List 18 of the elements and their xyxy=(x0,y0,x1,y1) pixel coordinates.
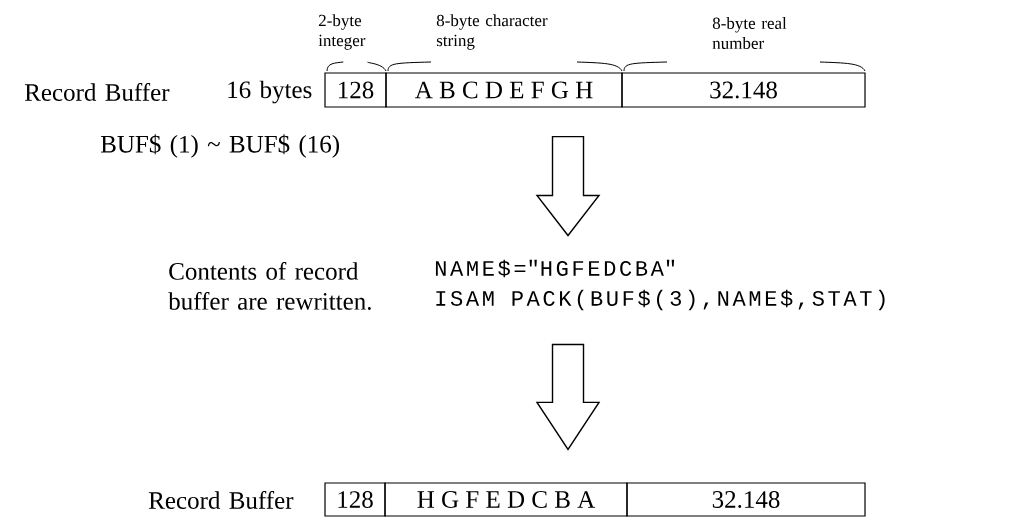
buffer-cell: H G F E D C B A xyxy=(384,482,628,517)
label: 16 bytes xyxy=(228,80,312,104)
label: 8-byte real number xyxy=(712,17,787,49)
buffer-cell: 128 xyxy=(324,482,386,517)
label: 8-byte character string xyxy=(436,14,548,50)
label: Record Buffer xyxy=(24,83,170,101)
hollow-arrow xyxy=(535,343,601,451)
label: Contents of record buffer are rewritten. xyxy=(168,262,371,310)
buffer-cell: 32.148 xyxy=(626,482,866,517)
buffer-cell: 128 xyxy=(324,72,387,108)
code-line: ISAM PACK(BUF$(3),NAME$,STAT) xyxy=(436,289,885,311)
label: Record Buffer xyxy=(148,491,294,509)
label: 2-byte integer xyxy=(318,14,366,50)
hollow-arrow xyxy=(535,135,601,237)
buffer-cell: A B C D E F G H xyxy=(385,72,623,108)
buffer-cell: 32.148 xyxy=(621,72,866,108)
label: BUF$ (1) ~ BUF$ (16) xyxy=(100,134,339,158)
code-line: NAME$="HGFEDCBA" xyxy=(435,259,675,278)
